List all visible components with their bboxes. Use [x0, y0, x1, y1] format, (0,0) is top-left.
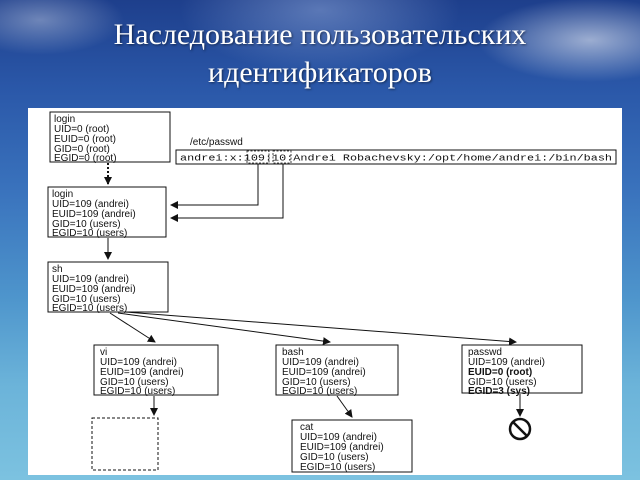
- box-login-user-line: EUID=109 (andrei): [52, 209, 136, 220]
- box-cat-line: EUID=109 (andrei): [300, 442, 384, 453]
- box-vi-line: vi: [100, 347, 107, 358]
- slide-title-line-2: идентификаторов: [208, 56, 432, 89]
- box-sh-line: UID=109 (andrei): [52, 274, 129, 285]
- box-sh: sh UID=109 (andrei) EUID=109 (andrei) GI…: [47, 261, 169, 314]
- slide-title: Наследование пользовательских идентифика…: [0, 16, 640, 92]
- box-bash-line: UID=109 (andrei): [282, 357, 359, 368]
- box-sh-line: EGID=10 (users): [52, 303, 127, 314]
- box-login-root-line: EUID=0 (root): [54, 134, 116, 145]
- box-passwd-line: EUID=0 (root): [468, 367, 532, 378]
- box-bash-line: bash: [282, 347, 304, 358]
- box-cat-line: cat: [300, 422, 314, 433]
- box-empty-dashed: [91, 417, 159, 471]
- passwd-line-box: [175, 149, 617, 165]
- box-login-user-line: GID=10 (users): [52, 219, 121, 230]
- box-bash-line: EUID=109 (andrei): [282, 367, 366, 378]
- prohibited-icon: [508, 417, 532, 441]
- box-bash-line: GID=10 (users): [282, 377, 351, 388]
- box-sh-line: GID=10 (users): [52, 294, 121, 305]
- arrow-passwd-uid: [170, 164, 259, 209]
- box-passwd-line: UID=109 (andrei): [468, 357, 545, 368]
- box-cat-line: GID=10 (users): [300, 452, 369, 463]
- box-sh-line: EUID=109 (andrei): [52, 284, 136, 295]
- box-passwd-line: passwd: [468, 347, 502, 358]
- box-login-user: login UID=109 (andrei) EUID=109 (andrei)…: [47, 186, 167, 239]
- box-sh-line: sh: [52, 264, 63, 275]
- box-vi-line: EGID=10 (users): [100, 386, 175, 397]
- box-vi-line: EUID=109 (andrei): [100, 367, 184, 378]
- passwd-gid-highlight: [272, 150, 292, 164]
- box-passwd-line: GID=10 (users): [468, 377, 537, 388]
- box-cat-line: EGID=10 (users): [300, 462, 375, 473]
- slide-title-line-1: Наследование пользовательских: [113, 18, 527, 51]
- box-vi: vi UID=109 (andrei) EUID=109 (andrei) GI…: [93, 344, 219, 397]
- box-vi-line: GID=10 (users): [100, 377, 169, 388]
- box-login-root-line: UID=0 (root): [54, 124, 109, 135]
- box-login-root: login UID=0 (root) EUID=0 (root) GID=0 (…: [49, 111, 171, 164]
- box-login-root-line: login: [54, 114, 75, 125]
- box-cat-line: UID=109 (andrei): [300, 432, 377, 443]
- passwd-file-label: /etc/passwd: [190, 137, 243, 148]
- arrow-bash-to-cat: [336, 395, 353, 418]
- box-passwd-line: EGID=3 (sys): [468, 386, 530, 397]
- arrow-passwd-gid: [170, 164, 284, 222]
- box-cat: cat UID=109 (andrei) EUID=109 (andrei) G…: [291, 419, 413, 473]
- box-login-root-line: EGID=0 (root): [54, 153, 117, 164]
- box-bash-line: EGID=10 (users): [282, 386, 357, 397]
- box-vi-line: UID=109 (andrei): [100, 357, 177, 368]
- arrow-sh-to-bash: [117, 312, 331, 346]
- arrow-sh-to-vi: [109, 312, 156, 343]
- box-bash: bash UID=109 (andrei) EUID=109 (andrei) …: [275, 344, 399, 397]
- box-login-user-line: login: [52, 189, 73, 200]
- box-login-root-line: GID=0 (root): [54, 144, 110, 155]
- passwd-uid-highlight: [246, 150, 270, 164]
- passwd-line-text: andrei:x:109:10:Andrei Robachevsky:/opt/…: [180, 154, 612, 164]
- box-passwd: passwd UID=109 (andrei) EUID=0 (root) GI…: [461, 344, 583, 397]
- box-login-user-line: UID=109 (andrei): [52, 199, 129, 210]
- arrow-sh-to-passwd: [124, 311, 517, 346]
- box-login-user-line: EGID=10 (users): [52, 228, 127, 239]
